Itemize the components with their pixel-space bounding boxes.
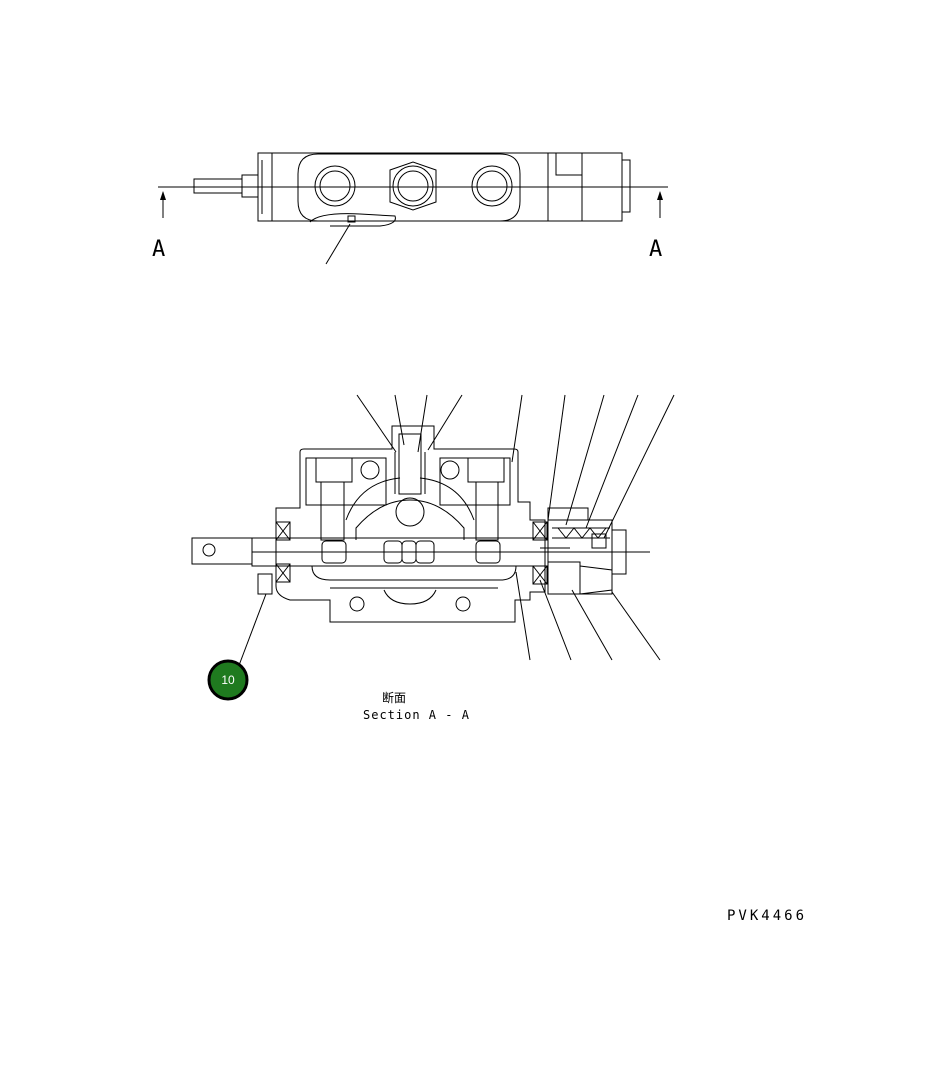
section-marker-right: A (649, 237, 662, 262)
section-arrow-left (160, 191, 166, 218)
top-view: A A (152, 152, 668, 265)
section-marker-left: A (152, 237, 165, 262)
section-arrow-right (657, 191, 663, 218)
drawing-code: PVK4466 (727, 908, 807, 924)
section-title-jp: 断面 (382, 690, 406, 705)
callout-10-label: 10 (221, 673, 235, 687)
section-view (191, 394, 675, 669)
section-title: Section A - A (363, 708, 470, 722)
callout-10[interactable]: 10 (207, 659, 249, 701)
